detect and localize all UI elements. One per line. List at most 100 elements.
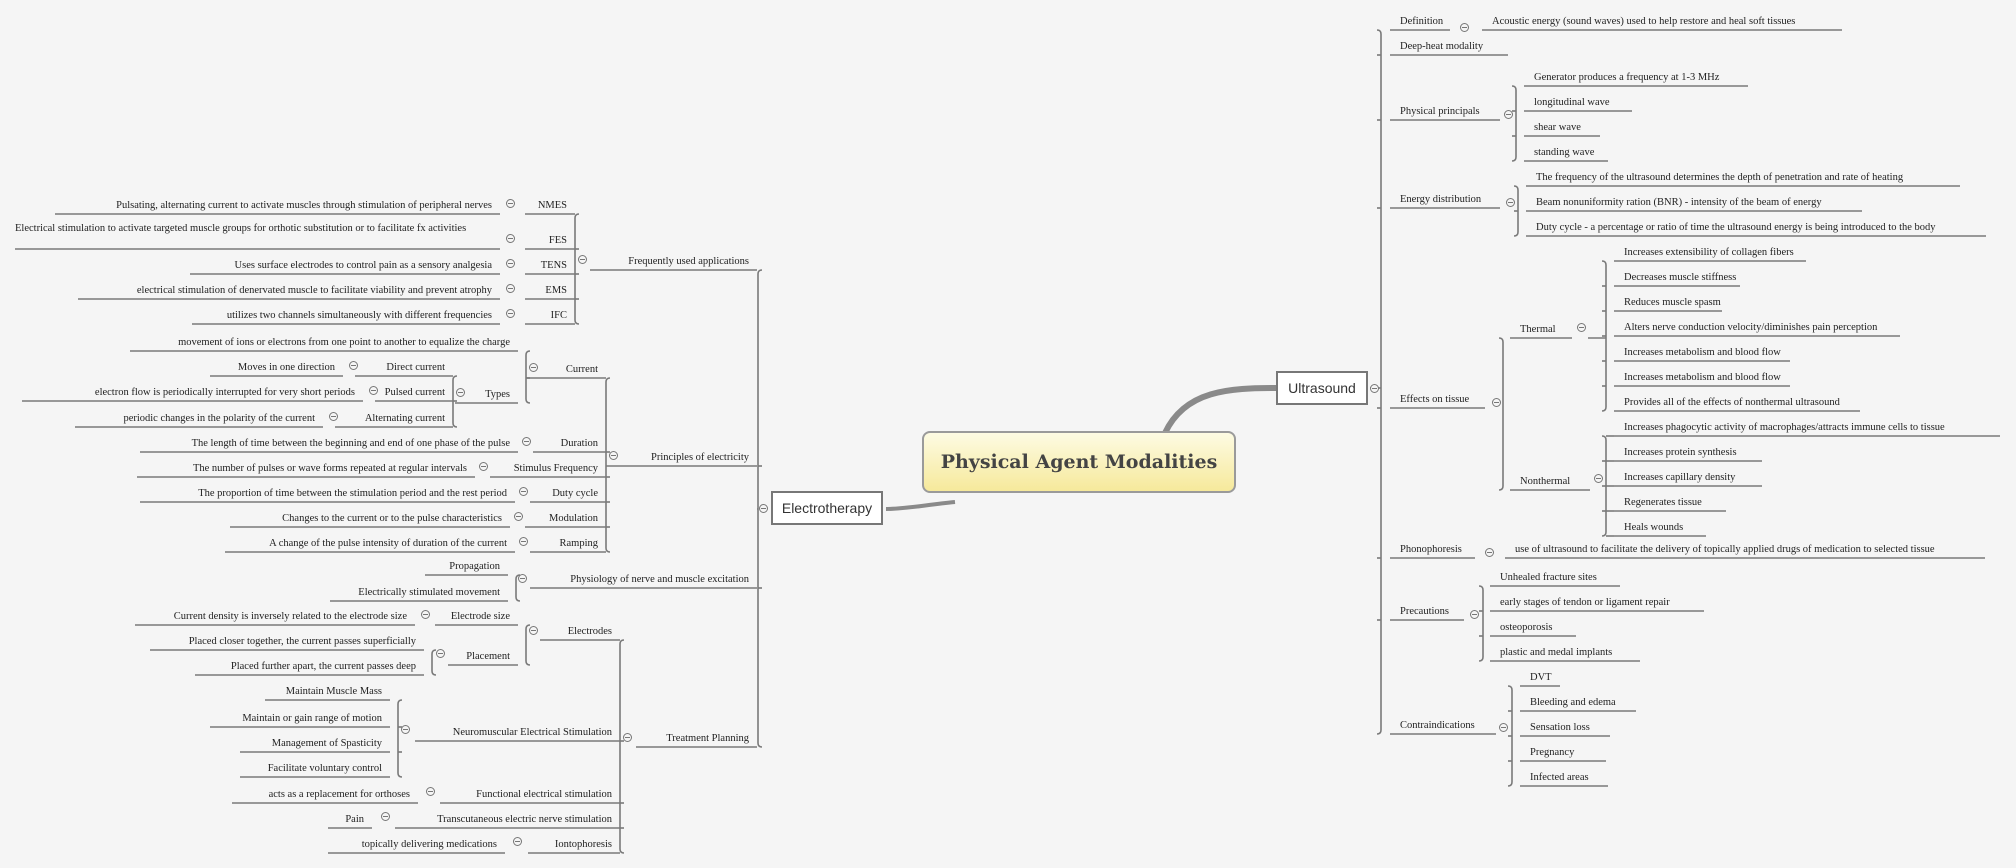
collapse-icon[interactable] [328,411,338,421]
term-current-type[interactable]: Alternating current [364,413,445,424]
collapse-icon[interactable] [513,511,523,521]
leaf[interactable]: Increases capillary density [1624,472,1736,483]
collapse-icon[interactable] [505,283,515,293]
collapse-icon[interactable] [400,724,410,734]
leaf[interactable]: Propagation [449,561,500,572]
definition[interactable]: The number of pulses or wave forms repea… [192,463,467,474]
leaf[interactable]: Increases extensibility of collagen fibe… [1624,247,1794,258]
leaf[interactable]: Alters nerve conduction velocity/diminis… [1624,322,1878,333]
collapse-icon[interactable] [577,254,587,264]
term-duty-cycle[interactable]: Duty cycle [552,488,598,499]
collapse-icon[interactable] [1503,109,1513,119]
collapse-icon[interactable] [1484,547,1494,557]
collapse-icon[interactable] [435,648,445,658]
leaf[interactable]: early stages of tendon or ligament repai… [1500,597,1670,608]
leaf[interactable]: Increases metabolism and blood flow [1624,347,1781,358]
collapse-icon[interactable] [528,625,538,635]
topic-physiology[interactable]: Physiology of nerve and muscle excitatio… [570,574,749,585]
definition[interactable]: utilizes two channels simultaneously wit… [226,310,492,321]
collapse-icon[interactable] [622,732,632,742]
collapse-icon[interactable] [348,360,358,370]
topic-functional-electrical-stimulation[interactable]: Functional electrical stimulation [476,789,612,800]
term-ifc[interactable]: IFC [550,310,567,321]
leaf[interactable]: Regenerates tissue [1624,497,1702,508]
leaf[interactable]: The frequency of the ultrasound determin… [1536,172,1904,183]
collapse-icon[interactable] [505,198,515,208]
leaf[interactable]: Unhealed fracture sites [1500,572,1597,583]
leaf[interactable]: plastic and medal implants [1500,647,1613,658]
leaf[interactable]: Duty cycle - a percentage or ratio of ti… [1536,222,1936,233]
collapse-icon[interactable] [521,436,531,446]
topic-thermal[interactable]: Thermal [1520,324,1556,335]
definition[interactable]: use of ultrasound to facilitate the deli… [1515,544,1935,555]
collapse-icon[interactable] [420,609,430,619]
definition[interactable]: A change of the pulse intensity of durat… [269,538,507,549]
definition[interactable]: Uses surface electrodes to control pain … [234,260,492,271]
collapse-icon[interactable] [478,461,488,471]
topic-treatment-planning[interactable]: Treatment Planning [666,733,749,744]
definition[interactable]: The proportion of time between the stimu… [198,488,507,499]
leaf[interactable]: DVT [1530,672,1552,683]
collapse-icon[interactable] [505,258,515,268]
term-current-type[interactable]: Direct current [386,362,445,373]
term-nmes[interactable]: NMES [537,200,567,211]
topic-placement[interactable]: Placement [466,651,510,662]
topic-frequently-used-applications[interactable]: Frequently used applications [628,256,749,267]
leaf[interactable]: Electrically stimulated movement [358,587,500,598]
leaf[interactable]: Provides all of the effects of nontherma… [1624,397,1840,408]
leaf[interactable]: Bleeding and edema [1530,697,1616,708]
term-ramping[interactable]: Ramping [559,538,599,549]
leaf[interactable]: longitudinal wave [1534,97,1610,108]
leaf[interactable]: Placed closer together, the current pass… [188,636,416,647]
topic-contraindications[interactable]: Contraindications [1400,720,1475,731]
topic-nmes[interactable]: Neuromuscular Electrical Stimulation [452,727,612,738]
collapse-icon[interactable] [528,362,538,372]
leaf[interactable]: Reduces muscle spasm [1624,297,1721,308]
leaf[interactable]: Increases protein synthesis [1624,447,1737,458]
leaf[interactable]: Management of Spasticity [271,738,382,749]
collapse-icon[interactable] [1593,473,1603,483]
topic-nonthermal[interactable]: Nonthermal [1520,476,1571,487]
definition[interactable]: Pulsating, alternating current to activa… [116,200,492,211]
definition[interactable]: electron flow is periodically interrupte… [94,387,355,398]
collapse-icon[interactable] [455,387,465,397]
leaf[interactable]: Maintain or gain range of motion [242,713,382,724]
topic-precautions[interactable]: Precautions [1400,606,1449,617]
topic-phonophoresis[interactable]: Phonophoresis [1400,544,1462,555]
collapse-icon[interactable] [517,573,527,583]
leaf[interactable]: Beam nonuniformity ration (BNR) - intens… [1536,197,1822,208]
topic-types[interactable]: Types [485,389,510,400]
definition[interactable]: Electrical stimulation to activate targe… [15,223,467,234]
collapse-icon[interactable] [380,811,390,821]
topic-energy-distribution[interactable]: Energy distribution [1400,194,1482,205]
collapse-icon[interactable] [368,385,378,395]
topic-definition[interactable]: Definition [1400,16,1444,27]
collapse-icon[interactable] [1469,609,1479,619]
definition[interactable]: periodic changes in the polarity of the … [123,413,315,424]
leaf[interactable]: Increases metabolism and blood flow [1624,372,1781,383]
leaf[interactable]: Increases phagocytic activity of macroph… [1624,422,1945,433]
collapse-icon[interactable] [1370,384,1379,393]
definition[interactable]: Current density is inversely related to … [173,611,407,622]
collapse-icon[interactable] [425,786,435,796]
topic-iontophoresis[interactable]: Iontophoresis [554,839,612,850]
definition[interactable]: movement of ions or electrons from one p… [178,337,510,348]
term-fes[interactable]: FES [548,235,567,246]
definition[interactable]: topically delivering medications [361,839,497,850]
leaf[interactable]: standing wave [1534,147,1595,158]
topic-tens[interactable]: Transcutaneous electric nerve stimulatio… [437,814,612,825]
topic-effects-on-tissue[interactable]: Effects on tissue [1400,394,1470,405]
collapse-icon[interactable] [518,486,528,496]
term-duration[interactable]: Duration [560,438,598,449]
topic-current[interactable]: Current [565,364,598,375]
leaf[interactable]: Infected areas [1530,772,1589,783]
topic-electrode-size[interactable]: Electrode size [450,611,510,622]
collapse-icon[interactable] [608,450,618,460]
collapse-icon[interactable] [1498,722,1508,732]
collapse-icon[interactable] [512,836,522,846]
branch-ultrasound[interactable]: Ultrasound [1276,371,1368,405]
collapse-icon[interactable] [505,233,515,243]
collapse-icon[interactable] [505,308,515,318]
leaf[interactable]: Pregnancy [1530,747,1575,758]
definition[interactable]: Acoustic energy (sound waves) used to he… [1492,16,1796,27]
